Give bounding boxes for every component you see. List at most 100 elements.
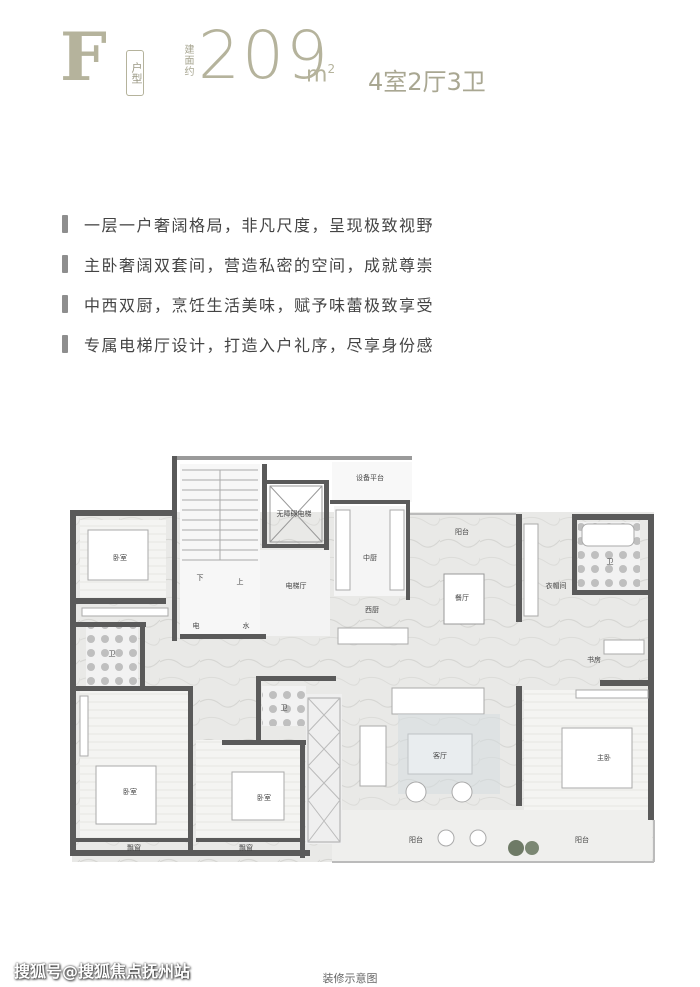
wall: [262, 544, 328, 548]
label-balcony-mid: 阳台: [409, 835, 423, 844]
bed: [231, 771, 285, 821]
equipment-floor: [332, 462, 412, 502]
label-master-bedroom: 主卧: [597, 753, 611, 762]
room-config: 4室2厅3卫: [368, 68, 486, 96]
feature-item: 中西双厨，烹饪生活美味，赋予味蕾极致享受: [62, 284, 662, 324]
wall: [262, 480, 328, 484]
plan-caption: 装修示意图: [322, 972, 378, 985]
wall: [600, 680, 652, 686]
wall: [324, 480, 329, 550]
wall: [172, 456, 177, 641]
walls: [70, 456, 654, 858]
feature-list: 一层一户奢阔格局，非凡尺度，呈现极致视野 主卧奢阔双套间，营造私密的空间，成就尊…: [62, 204, 662, 364]
wall: [188, 686, 193, 856]
sofa: [391, 687, 485, 715]
wall: [196, 838, 302, 842]
label-water: 水: [243, 621, 250, 630]
sofa: [359, 725, 387, 787]
wall: [70, 598, 166, 604]
wall: [648, 514, 654, 820]
kitchen-counter: [335, 509, 351, 591]
staircase: [182, 469, 258, 561]
wall: [300, 740, 305, 858]
area-unit: m2: [306, 62, 336, 88]
label-balcony-right: 阳台: [575, 835, 589, 844]
wall: [70, 686, 188, 691]
wall: [516, 514, 522, 622]
armchair: [451, 781, 473, 803]
wall: [256, 676, 261, 740]
bullet-bar: [62, 255, 68, 273]
label-bedroom-2: 卧室: [123, 787, 137, 796]
bullet-bar: [62, 215, 68, 233]
label-bay-window-2: 飘窗: [239, 843, 253, 852]
label-equipment: 设备平台: [356, 473, 384, 482]
wall: [572, 590, 652, 595]
label-study: 书房: [587, 655, 601, 664]
wall: [516, 686, 522, 806]
floor-plan: 设备平台 无障碍电梯 阳台 卧室 下 上 电梯厅 中厨 餐厅 西厨 衣帽间 卫 …: [70, 456, 655, 863]
plan-labels: 设备平台 无障碍电梯 阳台 卧室 下 上 电梯厅 中厨 餐厅 西厨 衣帽间 卫 …: [109, 473, 614, 852]
closet-rack: [523, 523, 539, 617]
bath-floor: [86, 626, 138, 686]
bathtub: [581, 523, 635, 547]
bed: [95, 765, 157, 825]
kitchen-counter: [389, 509, 405, 591]
closet-rack: [79, 695, 89, 757]
study-desk: [603, 639, 645, 655]
label-bath-right: 卫: [607, 558, 614, 566]
closet-rack: [575, 689, 649, 699]
label-living: 客厅: [433, 751, 447, 760]
label-western-kitchen: 西厨: [365, 606, 379, 614]
wall: [70, 510, 76, 850]
header: F 户型 建面约 209 m2 4室2厅3卫: [0, 0, 700, 110]
area-prefix: 建面约: [182, 44, 193, 77]
plant: [525, 841, 539, 855]
label-down: 下: [197, 574, 204, 582]
label-elevator-hall: 电梯厅: [286, 581, 307, 590]
bullet-bar: [62, 335, 68, 353]
wall: [572, 514, 654, 520]
bed: [87, 529, 149, 581]
label-chinese-kitchen: 中厨: [363, 553, 377, 562]
wall: [70, 622, 146, 627]
wall: [330, 500, 410, 504]
dining-table: [443, 573, 485, 625]
master-bed: [561, 727, 633, 789]
bath-floor: [262, 686, 306, 726]
wall: [256, 676, 336, 681]
wall: [172, 456, 412, 460]
label-bedroom-1: 卧室: [113, 553, 127, 562]
kitchen-island: [337, 627, 409, 645]
wall: [70, 838, 190, 842]
closet-crosshatch: [307, 697, 341, 843]
wall: [406, 500, 410, 600]
plant: [508, 840, 524, 856]
elevator-hall-floor: [260, 550, 330, 636]
label-bath-left: 卫: [109, 650, 116, 658]
balcony-chair: [469, 829, 487, 847]
wall: [70, 850, 310, 856]
label-dining: 餐厅: [455, 593, 469, 602]
wardrobe: [269, 485, 323, 543]
wall: [70, 510, 174, 516]
label-bath-mid: 卫: [281, 704, 288, 712]
balcony-floor: [332, 810, 652, 862]
label-up: 上: [237, 577, 244, 586]
feature-item: 主卧奢阔双套间，营造私密的空间，成就尊崇: [62, 244, 662, 284]
feature-item: 专属电梯厅设计，打造入户礼序，尽享身份感: [62, 324, 662, 364]
wall: [222, 740, 306, 745]
closet-rack: [81, 607, 169, 617]
wall: [572, 514, 577, 594]
label-closet: 衣帽间: [546, 581, 567, 590]
area-value: 209: [198, 17, 330, 94]
wall: [262, 464, 267, 548]
label-bay-window-1: 飘窗: [127, 843, 141, 852]
unit-type-label: 户型: [126, 50, 144, 96]
bullet-bar: [62, 295, 68, 313]
label-elevator: 无障碍电梯: [277, 509, 312, 518]
closet-floor: [306, 694, 342, 844]
closet-crosshatch: [307, 697, 341, 843]
watermark: 搜狐号@搜狐焦点抚州站: [14, 962, 191, 981]
label-balcony-top: 阳台: [455, 527, 469, 536]
